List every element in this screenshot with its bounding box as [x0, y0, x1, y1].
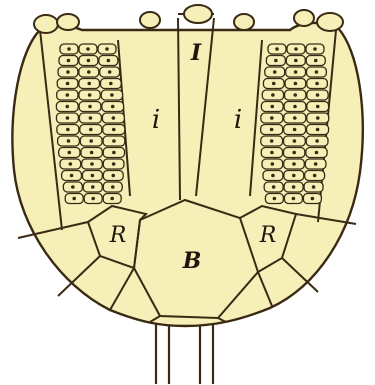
ossicle-pore [294, 70, 298, 74]
ossicle-pore [91, 174, 95, 178]
ossicle-pore [67, 59, 71, 63]
ossicle-pore [91, 197, 95, 201]
ossicle-pore [112, 139, 116, 143]
ossicle-pore [88, 105, 92, 109]
ossicle-pore [66, 70, 70, 74]
ossicle-pore [89, 116, 93, 120]
ossicle-pore [65, 105, 69, 109]
ossicle-pore [294, 59, 298, 63]
ossicle-pore [70, 174, 74, 178]
ossicle-pore [112, 151, 116, 155]
ossicle-pore [272, 185, 276, 189]
ossicle-pore [312, 185, 316, 189]
ossicle-pore [292, 162, 296, 166]
ossicle-pore [107, 59, 111, 63]
ossicle-pore [293, 128, 297, 132]
ossicle-pore [66, 93, 70, 97]
ossicle-pore [88, 93, 92, 97]
ossicle-pore [90, 162, 94, 166]
ossicle-pore [69, 162, 73, 166]
ossicle-pore [71, 185, 75, 189]
ossicle-pore [270, 128, 274, 132]
ossicle-pore [294, 47, 298, 51]
ossicle-pore [316, 128, 320, 132]
ossicle-pore [270, 139, 274, 143]
ossicle-pore [111, 105, 115, 109]
ossicle-pore [86, 47, 90, 51]
ossicle-pore [314, 162, 318, 166]
ossicle-pore [292, 197, 296, 201]
ossicle-pore [272, 82, 276, 86]
ossicle-pore [87, 82, 91, 86]
ossicle-pore [316, 116, 320, 120]
ossicle-pore [273, 197, 277, 201]
ossicle-pore [111, 185, 115, 189]
ossicle-pore [110, 197, 114, 201]
ossicle-pore [315, 82, 319, 86]
ossicle-pore [313, 47, 317, 51]
ossicle-pore [66, 128, 70, 132]
ossicle-pore [72, 197, 76, 201]
ossicle-pore [109, 82, 113, 86]
ossicle-pore [315, 70, 319, 74]
ossicle-pore [271, 162, 275, 166]
stem [156, 322, 213, 384]
ossicle-pore [91, 185, 95, 189]
ossicle-pore [90, 151, 94, 155]
ossicle-pore [112, 128, 116, 132]
ossicle-pore [314, 59, 318, 63]
label-radial-left: R [109, 223, 127, 248]
ossicle-pore [271, 93, 275, 97]
ossicle-pore [315, 139, 319, 143]
label-basal: B [182, 248, 202, 274]
ossicle-pore [294, 82, 298, 86]
ossicle-pore [87, 70, 91, 74]
label-interradial-top: I [190, 40, 202, 66]
ossicle-pore [67, 47, 71, 51]
ossicle-pore [112, 116, 116, 120]
ossicle-pore [111, 174, 115, 178]
ossicle-pore [293, 93, 297, 97]
ossicle-pore [108, 70, 112, 74]
label-radial-right: R [259, 223, 277, 248]
ossicle-pore [87, 59, 91, 63]
ossicle-pore [293, 105, 297, 109]
ossicle-pore [271, 174, 275, 178]
ossicle-pore [311, 197, 315, 201]
ossicle-pore [293, 139, 297, 143]
ossicle-pore [89, 139, 93, 143]
label-interradial-right: i [234, 105, 242, 135]
ossicle-pore [292, 151, 296, 155]
ossicle-pore [275, 47, 279, 51]
ossicle-pore [89, 128, 93, 132]
ossicle-pore [110, 93, 114, 97]
ossicle-pore [292, 185, 296, 189]
ossicle-pore [112, 162, 116, 166]
ossicle-pore [66, 82, 70, 86]
label-interradial-left: i [152, 105, 160, 135]
ossicle-pore [67, 139, 71, 143]
ossicle-pore [274, 59, 278, 63]
ossicle-pore [273, 70, 277, 74]
ossicle-pore [270, 105, 274, 109]
ossicle-pore [270, 116, 274, 120]
ossicle-pore [292, 174, 296, 178]
ossicle-pore [66, 116, 70, 120]
ossicle-pore [105, 47, 109, 51]
ossicle-pore [316, 105, 320, 109]
ossicle-pore [68, 151, 72, 155]
ossicle-pore [316, 93, 320, 97]
ossicle-pore [293, 116, 297, 120]
ossicle-pore [313, 174, 317, 178]
ossicle-pore [270, 151, 274, 155]
ossicle-pore [315, 151, 319, 155]
